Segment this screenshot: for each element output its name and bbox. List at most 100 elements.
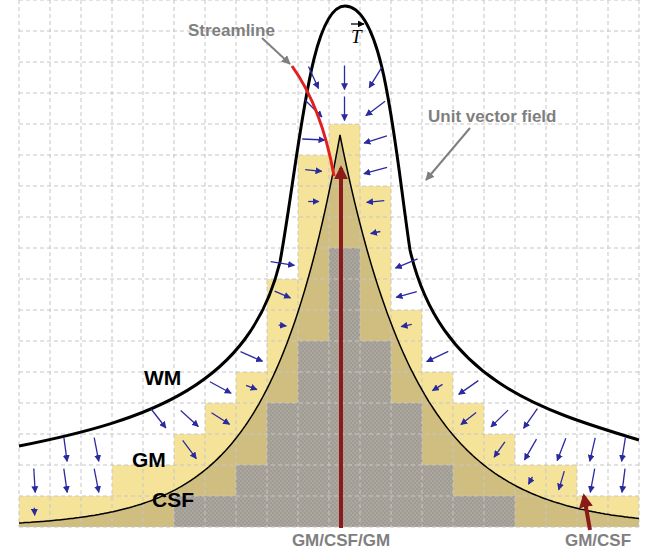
grid-line: [19, 403, 639, 404]
voxel: [205, 403, 236, 434]
unit-vector: [622, 469, 625, 493]
callout-label: Unit vector field: [428, 108, 556, 127]
unit-vector: [525, 439, 537, 460]
grid-line: [81, 0, 82, 527]
voxel: [174, 434, 205, 465]
voxel: [267, 279, 298, 310]
pointer-arrow: [339, 168, 343, 528]
grid-line: [546, 0, 547, 527]
voxel: [484, 434, 515, 465]
grid-line: [329, 0, 330, 527]
voxel: [453, 403, 484, 434]
unit-vector: [344, 97, 345, 121]
grid-line: [19, 465, 639, 466]
unit-vector: [94, 469, 99, 493]
vector-overbar: [351, 23, 364, 24]
grid-line: [19, 0, 639, 1]
callout-label: Streamline: [188, 22, 275, 41]
unit-vector: [557, 438, 566, 460]
unit-vector: [395, 259, 417, 268]
grid-line: [19, 310, 639, 311]
grid-line: [112, 0, 113, 527]
unit-vector: [367, 201, 385, 203]
unit-vector: [590, 469, 594, 493]
unit-vector: [371, 232, 381, 234]
grid-line: [391, 0, 392, 527]
unit-vector: [151, 409, 166, 428]
unit-vector: [559, 471, 565, 490]
unit-vector: [529, 477, 533, 484]
leader-line: [426, 128, 470, 180]
unit-vector: [524, 409, 538, 429]
grid-line: [19, 0, 20, 527]
unit-vector: [271, 262, 295, 266]
grid-line: [19, 496, 639, 497]
grid-line: [639, 0, 640, 527]
grid-line: [50, 0, 51, 527]
grid-line: [360, 0, 361, 527]
unit-vector: [369, 67, 382, 87]
voxel: [329, 124, 360, 155]
unit-vector: [427, 351, 449, 361]
grid-line: [19, 186, 639, 187]
grid-line: [608, 0, 609, 527]
unit-vector: [401, 324, 412, 326]
tissue-label: GM: [132, 448, 166, 471]
unit-vector: [308, 201, 319, 202]
grid-line: [422, 0, 423, 527]
unit-vector: [494, 442, 505, 457]
grid-line: [19, 434, 639, 435]
grid-line: [174, 0, 175, 527]
unit-vector: [64, 438, 67, 462]
unit-vector: [364, 136, 387, 143]
grid-line: [19, 93, 639, 94]
voxel: [298, 155, 329, 186]
leader-line: [262, 38, 290, 64]
unit-vector: [246, 385, 257, 389]
grid-line: [143, 0, 144, 527]
unit-vector: [94, 438, 99, 462]
unit-vector: [305, 170, 322, 172]
grid-line: [453, 0, 454, 527]
vector-symbol: T: [351, 27, 362, 48]
tissue-label: WM: [144, 366, 181, 389]
pointer-label: GM/CSF: [565, 532, 631, 551]
unit-vector: [461, 412, 476, 424]
grid-line: [515, 0, 516, 527]
gm-csf-boundary: [19, 135, 639, 523]
unit-vector: [459, 381, 479, 395]
grid-line: [205, 0, 206, 527]
wm-gm-boundary: [19, 6, 639, 446]
grid-line: [484, 0, 485, 527]
unit-vector: [302, 139, 325, 140]
grid-line: [19, 248, 639, 249]
pointer-arrow: [584, 496, 590, 530]
unit-vector: [622, 438, 626, 462]
voxel: [546, 465, 577, 496]
unit-vector: [396, 292, 417, 298]
unit-vector: [34, 508, 36, 515]
unit-vector: [366, 101, 385, 115]
unit-vector: [491, 410, 508, 427]
unit-vector: [212, 413, 230, 425]
grid-line: [19, 62, 639, 63]
grid-line: [236, 0, 237, 527]
unit-vector: [344, 66, 345, 90]
unit-vector: [275, 291, 291, 298]
grid-line: [19, 527, 639, 528]
grid-line: [19, 31, 639, 32]
unit-vector-field: [34, 66, 626, 516]
unit-vector: [210, 382, 231, 393]
grid-line: [19, 279, 639, 280]
unit-vector: [241, 352, 263, 362]
voxel: [360, 186, 391, 217]
unit-vector: [590, 438, 595, 461]
grid-line: [19, 217, 639, 218]
grid-line: [577, 0, 578, 527]
unit-vector: [64, 469, 67, 493]
tissue-label: CSF: [152, 488, 194, 511]
pointer-label: GM/CSF/GM: [292, 532, 390, 551]
unit-vector: [433, 384, 443, 390]
grid-line: [19, 372, 639, 373]
